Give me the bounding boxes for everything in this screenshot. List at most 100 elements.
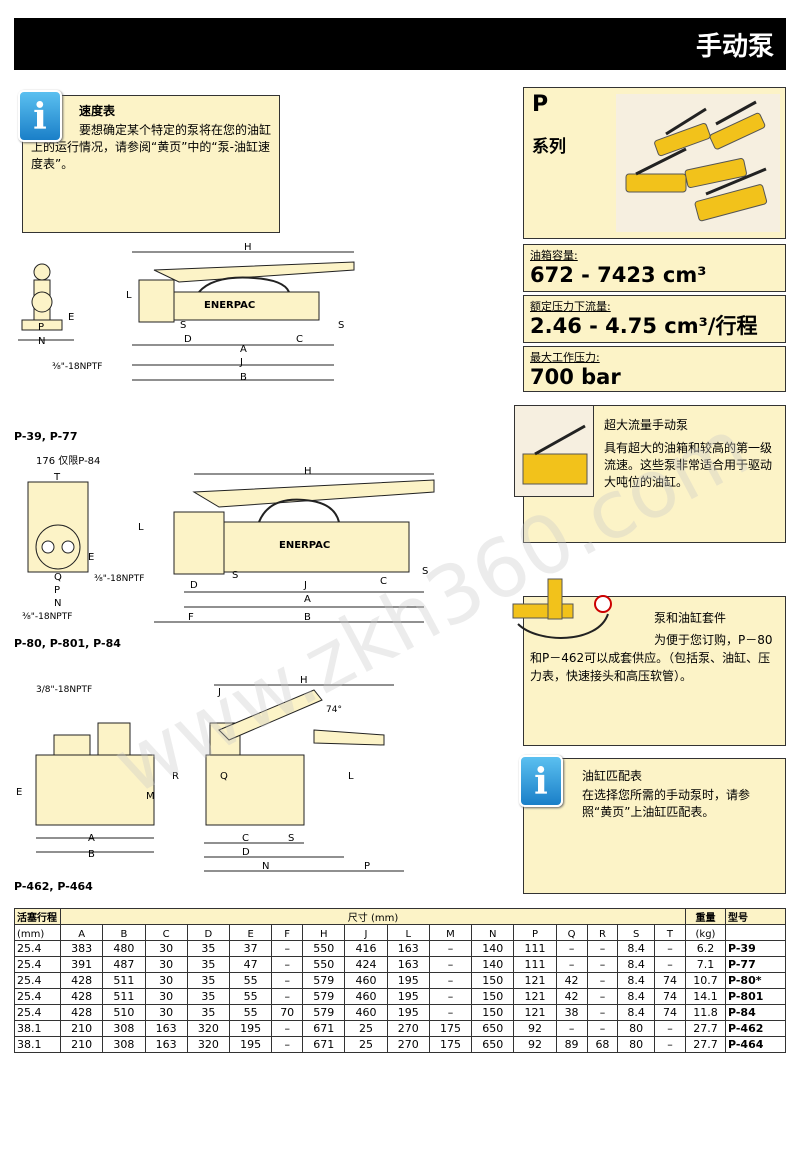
dim-label: H [300, 675, 308, 686]
table-cell: 14.1 [685, 988, 726, 1005]
table-cell: 8.4 [617, 940, 655, 957]
table-cell: 30 [144, 940, 188, 957]
dim-label: S [180, 320, 187, 331]
table-cell: 163 [144, 1036, 188, 1053]
dim-label: J [240, 357, 243, 368]
table-cell: 55 [228, 972, 273, 989]
col-letter: P [513, 924, 557, 941]
dim-label: D [242, 847, 250, 858]
dim-label: B [240, 372, 247, 383]
col-letter: N [471, 924, 515, 941]
col-dims-header: 尺寸 (mm) [60, 908, 686, 925]
dim-label: L [138, 522, 144, 533]
table-cell: 111 [513, 940, 557, 957]
table-cell: 6.2 [685, 940, 726, 957]
table-cell: – [428, 940, 473, 957]
table-cell: 428 [59, 988, 104, 1005]
table-cell: – [586, 988, 619, 1005]
table-cell: 150 [471, 988, 515, 1005]
dim-label: S [422, 566, 429, 577]
table-cell: 140 [471, 956, 515, 973]
table-cell: 195 [386, 1004, 430, 1021]
table-cell: 671 [302, 1036, 346, 1053]
brand-label: ENERPAC [279, 540, 331, 551]
dim-label: J [218, 687, 221, 698]
dim-label: D [184, 334, 192, 345]
spec-value: 2.46 - 4.75 cm³/行程 [530, 314, 758, 338]
table-cell: – [428, 972, 473, 989]
table-cell: 550 [302, 940, 346, 957]
dim-label: 176 仅限P-84 [36, 456, 101, 467]
series-label: 系列 [532, 137, 566, 157]
dim-label: N [38, 336, 46, 347]
super-flow-title: 超大流量手动泵 [604, 418, 689, 432]
dim-label: S [338, 320, 345, 331]
table-cell: – [428, 956, 473, 973]
dim-label: B [88, 849, 95, 860]
table-cell: 74 [653, 1004, 687, 1021]
dim-label: J [304, 580, 307, 591]
table-cell: 25 [344, 1036, 388, 1053]
model-cell: P-801 [725, 988, 786, 1005]
table-cell: 150 [471, 1004, 515, 1021]
table-cell: 650 [471, 1020, 515, 1037]
dim-label: A [304, 594, 311, 605]
col-letter: S [617, 924, 655, 941]
page-title: 手动泵 [695, 32, 774, 62]
table-cell: – [555, 1020, 588, 1037]
table-cell: 25.4 [14, 1004, 61, 1021]
table-cell: – [428, 988, 473, 1005]
model-cell: P-84 [725, 1004, 786, 1021]
table-cell: 511 [102, 972, 146, 989]
col-letter: L [386, 924, 430, 941]
table-cell: 460 [344, 988, 388, 1005]
table-cell: 428 [59, 972, 104, 989]
table-cell: 89 [555, 1036, 588, 1053]
table-cell: 150 [471, 972, 515, 989]
info-box-speed-chart: 速度表 要想确定某个特定的泵将在您的油缸上的运行情况，请参阅“黄页”中的“泵-油… [22, 95, 280, 233]
table-cell: – [586, 940, 619, 957]
drawing-caption: P-80, P-801, P-84 [14, 637, 121, 650]
table-cell: 42 [555, 988, 588, 1005]
table-cell: 70 [271, 1004, 304, 1021]
table-cell: 80 [617, 1036, 655, 1053]
table-cell: 8.4 [617, 972, 655, 989]
table-cell: 121 [513, 988, 557, 1005]
dim-label: L [126, 290, 132, 301]
table-cell: 7.1 [685, 956, 726, 973]
table-cell: 121 [513, 972, 557, 989]
table-cell: 92 [513, 1020, 557, 1037]
table-cell: 30 [144, 1004, 188, 1021]
table-cell: 460 [344, 972, 388, 989]
table-cell: – [271, 1020, 304, 1037]
info2-title: 油缸匹配表 [582, 769, 643, 783]
table-cell: 579 [302, 972, 346, 989]
table-cell: 55 [228, 988, 273, 1005]
table-cell: 35 [186, 956, 231, 973]
table-cell: – [271, 972, 304, 989]
table-cell: 391 [59, 956, 104, 973]
table-cell: 510 [102, 1004, 146, 1021]
spec-value: 672 - 7423 cm³ [530, 263, 707, 287]
spec-label: 最大工作压力: [530, 351, 600, 364]
spec-label: 额定压力下流量: [530, 300, 611, 313]
model-cell: P-464 [725, 1036, 786, 1053]
info2-text: 在选择您所需的手动泵时，请参照“黄页”上油缸匹配表。 [582, 788, 751, 819]
dim-label: D [190, 580, 198, 591]
dim-label: C [296, 334, 303, 345]
dim-label: A [88, 833, 95, 844]
page-header: 手动泵 [14, 18, 786, 70]
dim-label: A [240, 344, 247, 355]
table-cell: 511 [102, 988, 146, 1005]
col-letter: H [302, 924, 346, 941]
table-cell: – [555, 956, 588, 973]
drawing-caption: P-39, P-77 [14, 430, 78, 443]
table-cell: 38.1 [14, 1020, 61, 1037]
table-cell: 8.4 [617, 988, 655, 1005]
table-cell: 163 [144, 1020, 188, 1037]
kit-text: 为便于您订购，P－80和P－462可以成套供应。（包括泵、油缸、压力表，快速接头… [530, 633, 773, 683]
